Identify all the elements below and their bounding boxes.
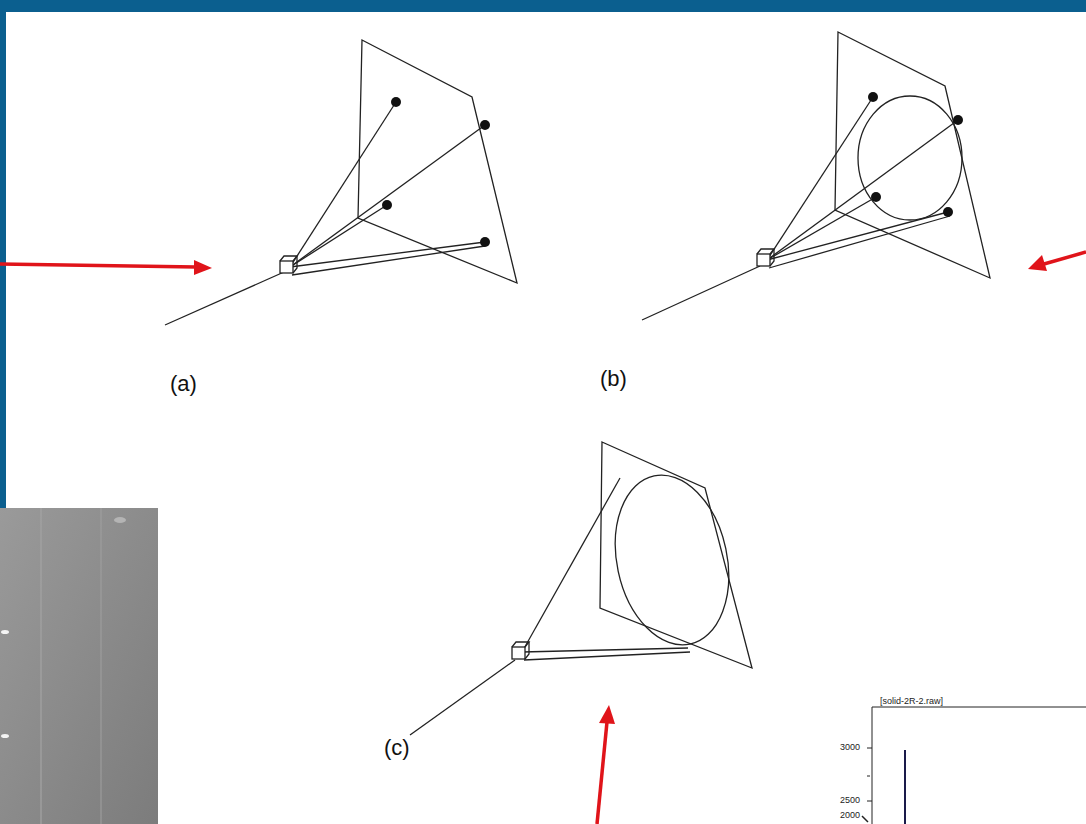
chart-title: [solid-2R-2.raw] xyxy=(880,696,943,706)
panel-label: (c) xyxy=(384,735,410,761)
diffraction-figure-c xyxy=(410,442,752,735)
chart-snippet xyxy=(862,707,1086,824)
axis-tick-label: 2000 xyxy=(840,810,860,820)
axis-tick-label: 3000 xyxy=(840,742,860,752)
diffraction-figure-a xyxy=(165,40,517,325)
photo-snippet xyxy=(0,508,158,824)
red-arrows xyxy=(0,252,1086,824)
axis-tick-label: 2500 xyxy=(840,795,860,805)
panel-label: (a) xyxy=(170,371,197,397)
diffraction-figure-b xyxy=(642,32,990,320)
panel-label: (b) xyxy=(600,366,627,392)
